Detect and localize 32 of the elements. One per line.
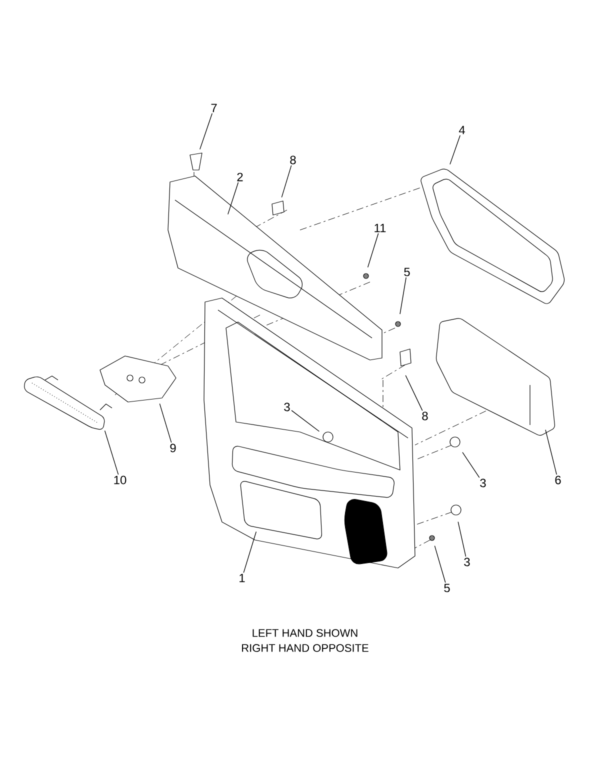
callout-number: 3 — [480, 478, 486, 488]
callout-number: 8 — [422, 412, 428, 420]
leader-line — [462, 452, 480, 478]
leader-line — [291, 410, 320, 432]
callout-number: 4 — [458, 126, 465, 134]
callout-number: 3 — [284, 402, 290, 412]
leader-line — [200, 113, 213, 150]
note-text: LEFT HAND SHOWN — [252, 629, 358, 637]
callout-number: 11 — [374, 224, 386, 232]
callout-number: 5 — [404, 268, 410, 276]
leader-line — [228, 182, 239, 215]
callout-number: 5 — [444, 584, 450, 592]
callout-number: 7 — [211, 104, 217, 112]
callout-number: 1 — [240, 574, 245, 582]
leader-line — [281, 165, 292, 198]
leader-line — [243, 531, 257, 574]
callout-number: 8 — [290, 156, 296, 164]
leader-line — [400, 277, 406, 314]
callout-number: 2 — [237, 172, 243, 182]
leader-line — [405, 375, 423, 411]
leader-line — [104, 430, 119, 475]
leader-line — [450, 135, 460, 165]
note-text: RIGHT HAND OPPOSITE — [242, 644, 368, 652]
leader-line — [458, 521, 466, 557]
leader-line — [545, 429, 557, 475]
callout-number: 10 — [114, 476, 126, 484]
leader-line — [434, 545, 446, 583]
callout-number: 3 — [464, 558, 470, 566]
leader-line — [159, 403, 172, 443]
callout-number: 6 — [555, 476, 561, 484]
callout-number: 9 — [170, 444, 176, 452]
leader-line — [367, 232, 379, 268]
